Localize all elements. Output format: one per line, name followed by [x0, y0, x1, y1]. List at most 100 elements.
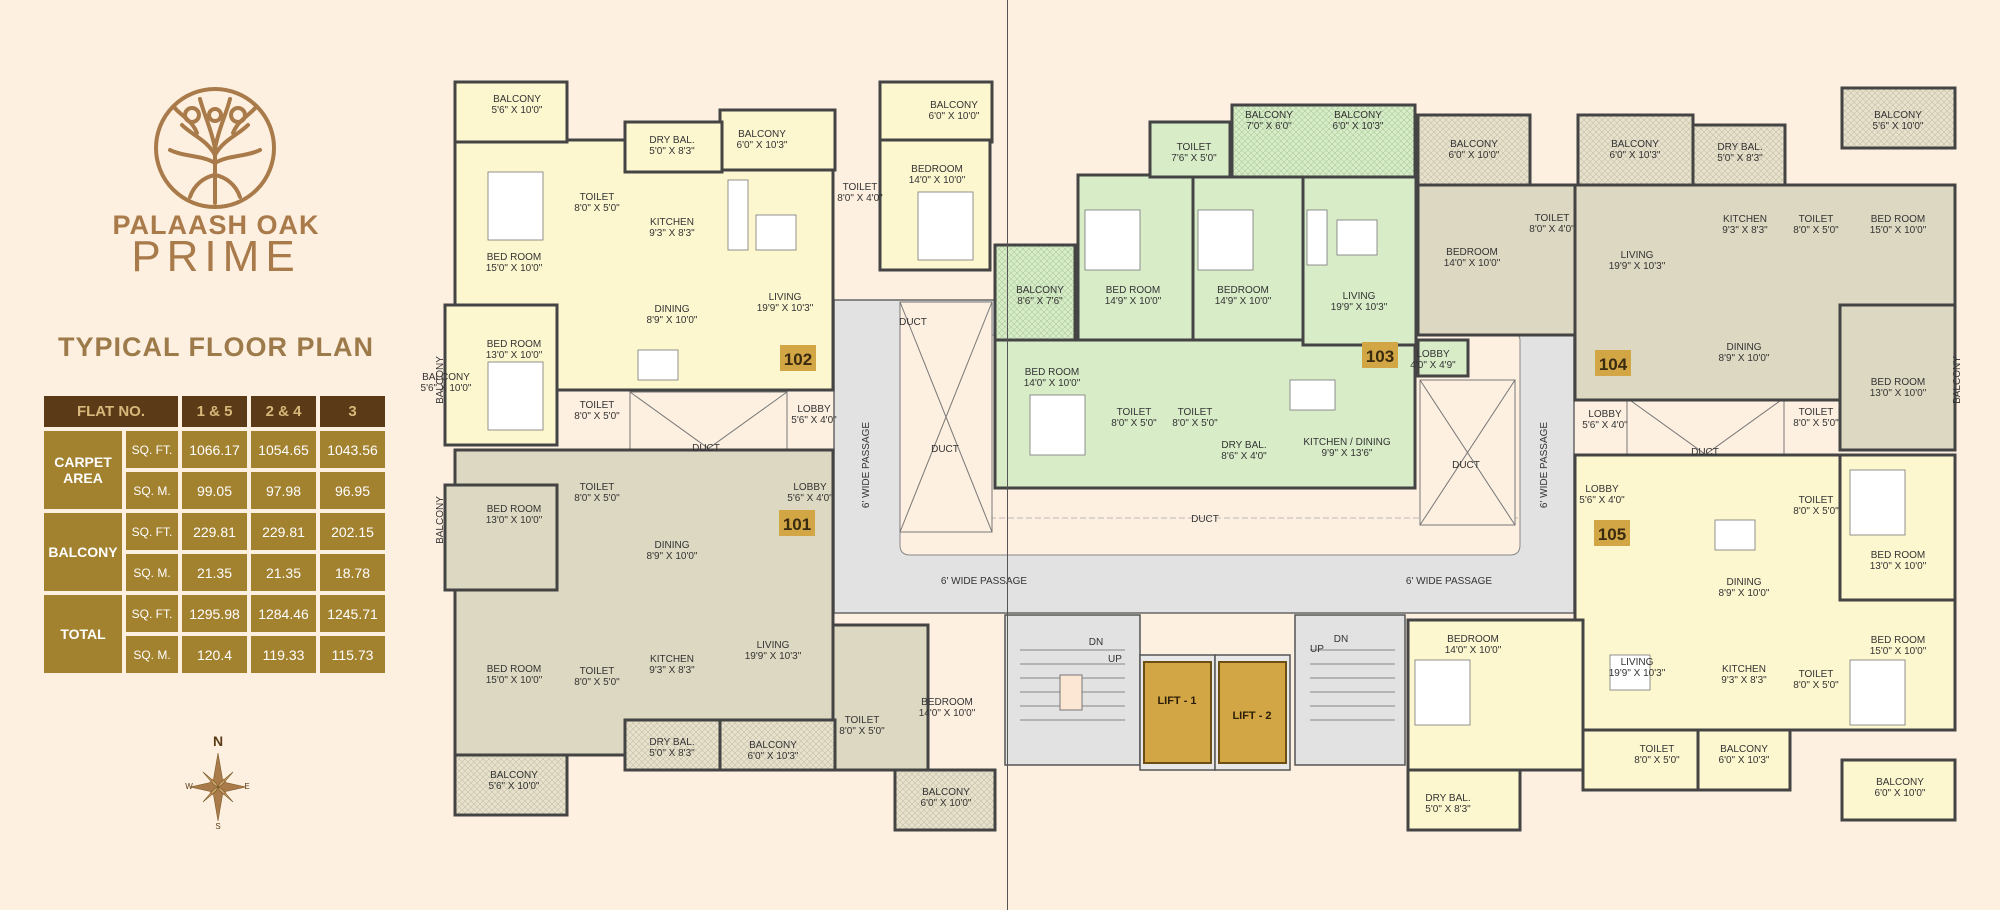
- table-cell: 99.05: [182, 472, 247, 509]
- room-label: BALCONY: [435, 496, 446, 544]
- table-unit: SQ. M.: [126, 554, 178, 591]
- room-label: DRY BAL.5'0" X 8'3": [649, 737, 695, 759]
- lift-1: [1143, 661, 1212, 764]
- room-size: 6'0" X 10'3": [1333, 121, 1384, 132]
- table-cell: 97.98: [251, 472, 316, 509]
- room-name: LOBBY: [1416, 349, 1450, 360]
- room-name: LIVING: [757, 640, 790, 651]
- room-name: TOILET: [580, 192, 615, 203]
- room-size: 5'6" X 4'0": [791, 415, 837, 426]
- room-name: TOILET: [1117, 407, 1152, 418]
- room-size: 14'0" X 10'0": [919, 708, 976, 719]
- passage-label: 6' WIDE PASSAGE: [1406, 576, 1493, 587]
- room-size: 5'0" X 8'3": [1425, 804, 1471, 815]
- room-name: BALCONY: [1450, 139, 1498, 150]
- room-size: 6'0" X 10'3": [1610, 150, 1661, 161]
- room-size: 14'0" X 10'0": [1445, 645, 1502, 656]
- room-name: BALCONY: [422, 372, 470, 383]
- passage-label: 6' WIDE PASSAGE: [941, 576, 1028, 587]
- stair-label: DN: [1334, 634, 1348, 645]
- room-size: 8'0" X 5'0": [574, 411, 620, 422]
- room-size: 8'0" X 5'0": [1793, 680, 1839, 691]
- room-name: DRY BAL.: [649, 737, 694, 748]
- room-name: BALCONY: [1016, 285, 1064, 296]
- room-name: BALCONY: [1874, 110, 1922, 121]
- room-name: BED ROOM: [1871, 377, 1925, 388]
- page-title: TYPICAL FLOOR PLAN: [57, 332, 374, 362]
- lift-1-label: LIFT - 1: [1157, 695, 1196, 707]
- table-cell: 120.4: [182, 636, 247, 673]
- room-name: TOILET: [1799, 669, 1834, 680]
- room-name: BED ROOM: [487, 339, 541, 350]
- room-size: 9'3" X 8'3": [649, 228, 695, 239]
- room-size: 6'0" X 10'0": [921, 798, 972, 809]
- room-name: LOBBY: [793, 482, 827, 493]
- room-size: 5'0" X 8'3": [649, 146, 695, 157]
- table-cell: 21.35: [251, 554, 316, 591]
- room-label: DRY BAL.5'0" X 8'3": [1425, 793, 1471, 815]
- table-row: CARPET AREA SQ. FT. 1066.17 1054.65 1043…: [44, 431, 385, 509]
- room-size: 5'6" X 4'0": [1579, 495, 1625, 506]
- center-divider: [1007, 0, 1008, 910]
- room-size: 19'9" X 10'3": [1331, 302, 1388, 313]
- room-label: BALCONY: [1952, 356, 1963, 404]
- room-size: 19'9" X 10'3": [745, 651, 802, 662]
- room-size: 8'9" X 10'0": [1719, 353, 1770, 364]
- compass-w-label: W: [185, 782, 193, 791]
- room-name: TOILET: [1177, 142, 1212, 153]
- room-name: LIVING: [1621, 250, 1654, 261]
- flat-badges: 101 102 103 104 105: [779, 342, 1631, 546]
- flat-badge-104: 104: [1599, 355, 1628, 374]
- room-name: KITCHEN: [650, 654, 694, 665]
- room-name: BALCONY: [1876, 777, 1924, 788]
- room-name: TOILET: [1799, 407, 1834, 418]
- duct-label: DUCT: [1691, 447, 1719, 458]
- room-size: 9'9" X 13'6": [1322, 448, 1373, 459]
- room-name: LOBBY: [1585, 484, 1619, 495]
- room-size: 9'3" X 8'3": [1722, 225, 1768, 236]
- duct-label: DUCT: [692, 443, 720, 454]
- room-size: 19'9" X 10'3": [757, 303, 814, 314]
- lift-2: [1218, 661, 1287, 764]
- room-size: 8'0" X 5'0": [1111, 418, 1157, 429]
- room-size: 13'0" X 10'0": [486, 515, 543, 526]
- room-name: LIVING: [1343, 291, 1376, 302]
- brand-subname: PRIME: [131, 232, 301, 281]
- room-size: 13'0" X 10'0": [1870, 561, 1927, 572]
- compass-n-label: N: [213, 733, 223, 749]
- stair-label: UP: [1310, 644, 1324, 655]
- room-size: 5'6" X 10'0": [489, 781, 540, 792]
- table-cell: 119.33: [251, 636, 316, 673]
- room-size: 8'9" X 10'0": [647, 551, 698, 562]
- room-name: BALCONY: [435, 356, 446, 404]
- room-name: TOILET: [1178, 407, 1213, 418]
- room-name: BEDROOM: [921, 697, 973, 708]
- flat-badge-103: 103: [1366, 347, 1394, 366]
- room-size: 8'0" X 5'0": [1172, 418, 1218, 429]
- duct-label: DUCT: [1452, 460, 1480, 471]
- room-size: 9'3" X 8'3": [1721, 675, 1767, 686]
- room-size: 6'0" X 10'3": [748, 751, 799, 762]
- room-name: TOILET: [580, 400, 615, 411]
- room-size: 5'6" X 10'0": [421, 383, 472, 394]
- room-name: DINING: [1727, 577, 1762, 588]
- room-size: 6'0" X 10'0": [929, 111, 980, 122]
- table-group-label: BALCONY: [44, 513, 122, 591]
- room-name: BALCONY: [1720, 744, 1768, 755]
